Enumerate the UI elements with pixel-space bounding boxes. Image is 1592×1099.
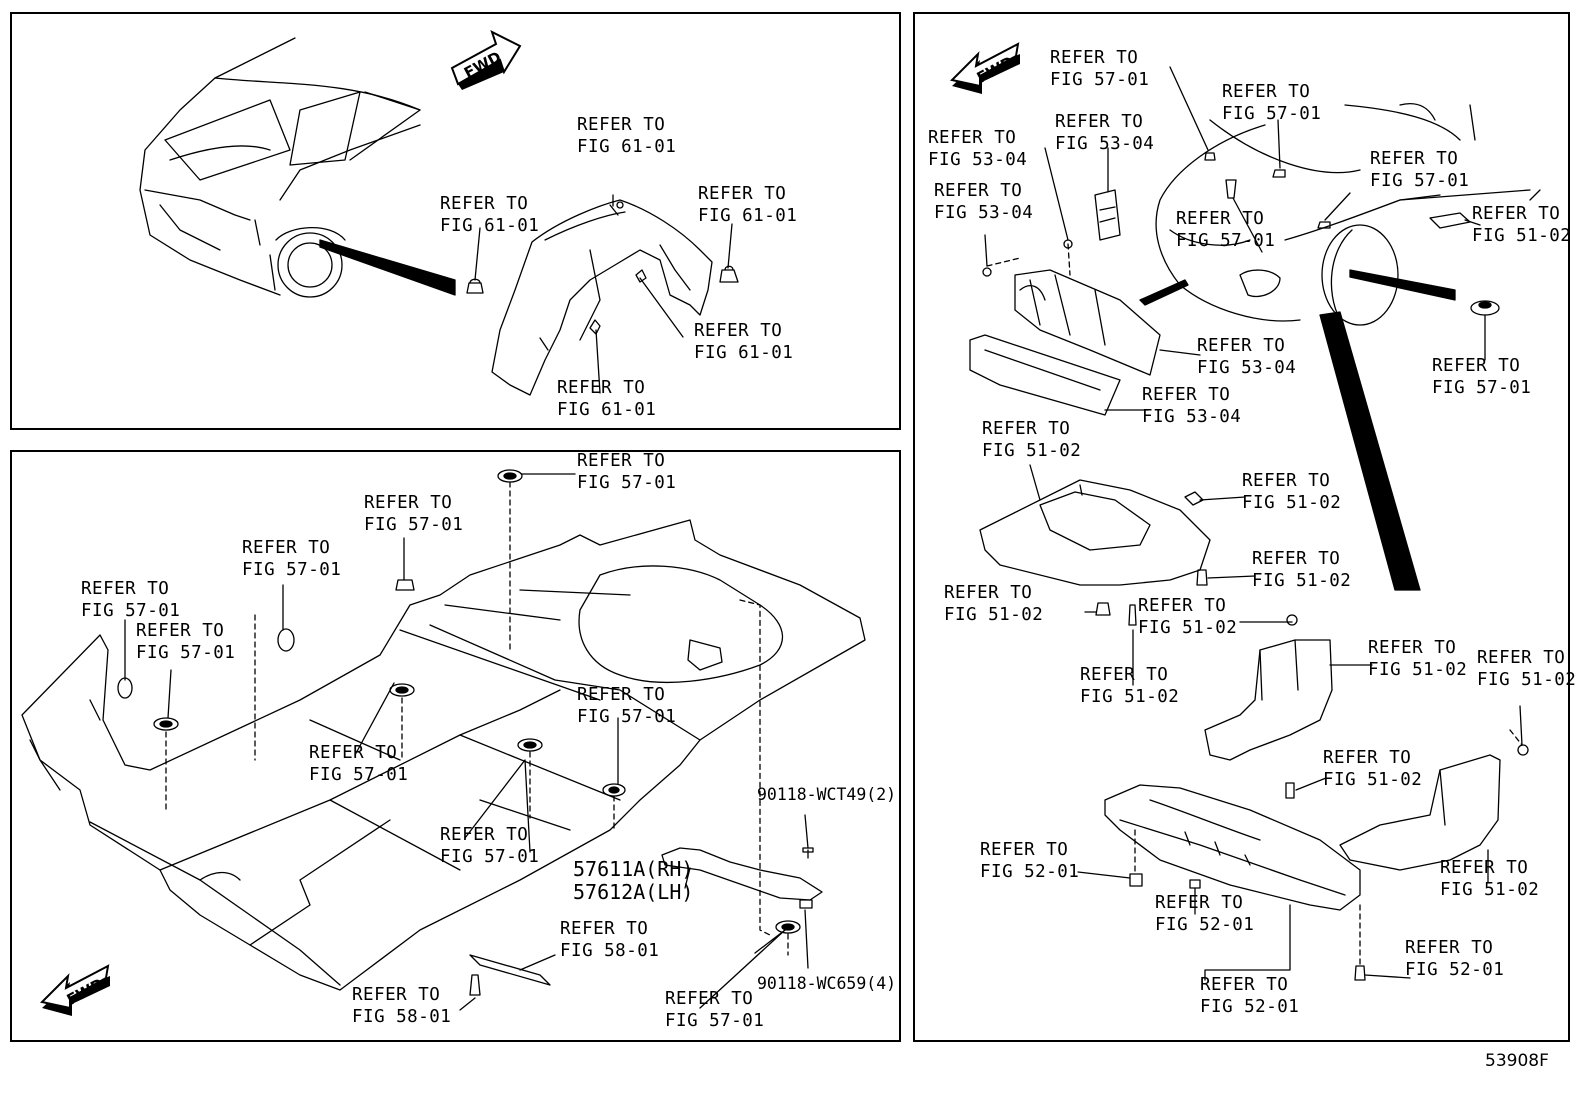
side-under-covers (1204, 639, 1501, 871)
fwd-arrow-icon: FWD (450, 30, 522, 90)
floor-under-cover-panel (10, 450, 901, 1042)
leader-lines-bl (124, 473, 809, 1011)
rear-wheel-liner (491, 199, 713, 396)
part-number-clip[interactable]: 90118-WC659(4) (757, 974, 897, 993)
part-number-bracket[interactable]: 57611A(RH)57612A(LH) (573, 857, 694, 904)
diagram-id: 53908F (1485, 1051, 1549, 1071)
part-number-bolt[interactable]: 90118-WCT49(2) (757, 785, 897, 804)
grommets-bl (117, 469, 801, 934)
front-car-body-outline (1155, 103, 1541, 326)
rear-car-body-outline (139, 37, 421, 298)
front-under-cover-panel (913, 12, 1570, 1042)
front-under-cover (1104, 784, 1361, 911)
fwd-arrow-icon: FWD (39, 964, 110, 1016)
brackets-bl (469, 847, 823, 996)
leader-lines-r (984, 66, 1523, 981)
fwd-arrow-icon: FWD (949, 42, 1020, 94)
dashed-lines-r (986, 243, 1523, 967)
dashed-lines-bl (165, 481, 789, 956)
radiator-support (969, 189, 1471, 416)
leader-lines-tl (474, 194, 733, 394)
detail-pointer-bumper (1139, 279, 1189, 306)
engine-under-cover (979, 479, 1211, 586)
rear-wheel-liner-panel (10, 12, 901, 430)
detail-pointer-upper (1349, 269, 1456, 301)
detail-pointer-lower (1319, 311, 1421, 591)
detail-pointer (319, 239, 456, 296)
floor-under-cover (21, 519, 866, 991)
fasteners-r (982, 152, 1529, 981)
